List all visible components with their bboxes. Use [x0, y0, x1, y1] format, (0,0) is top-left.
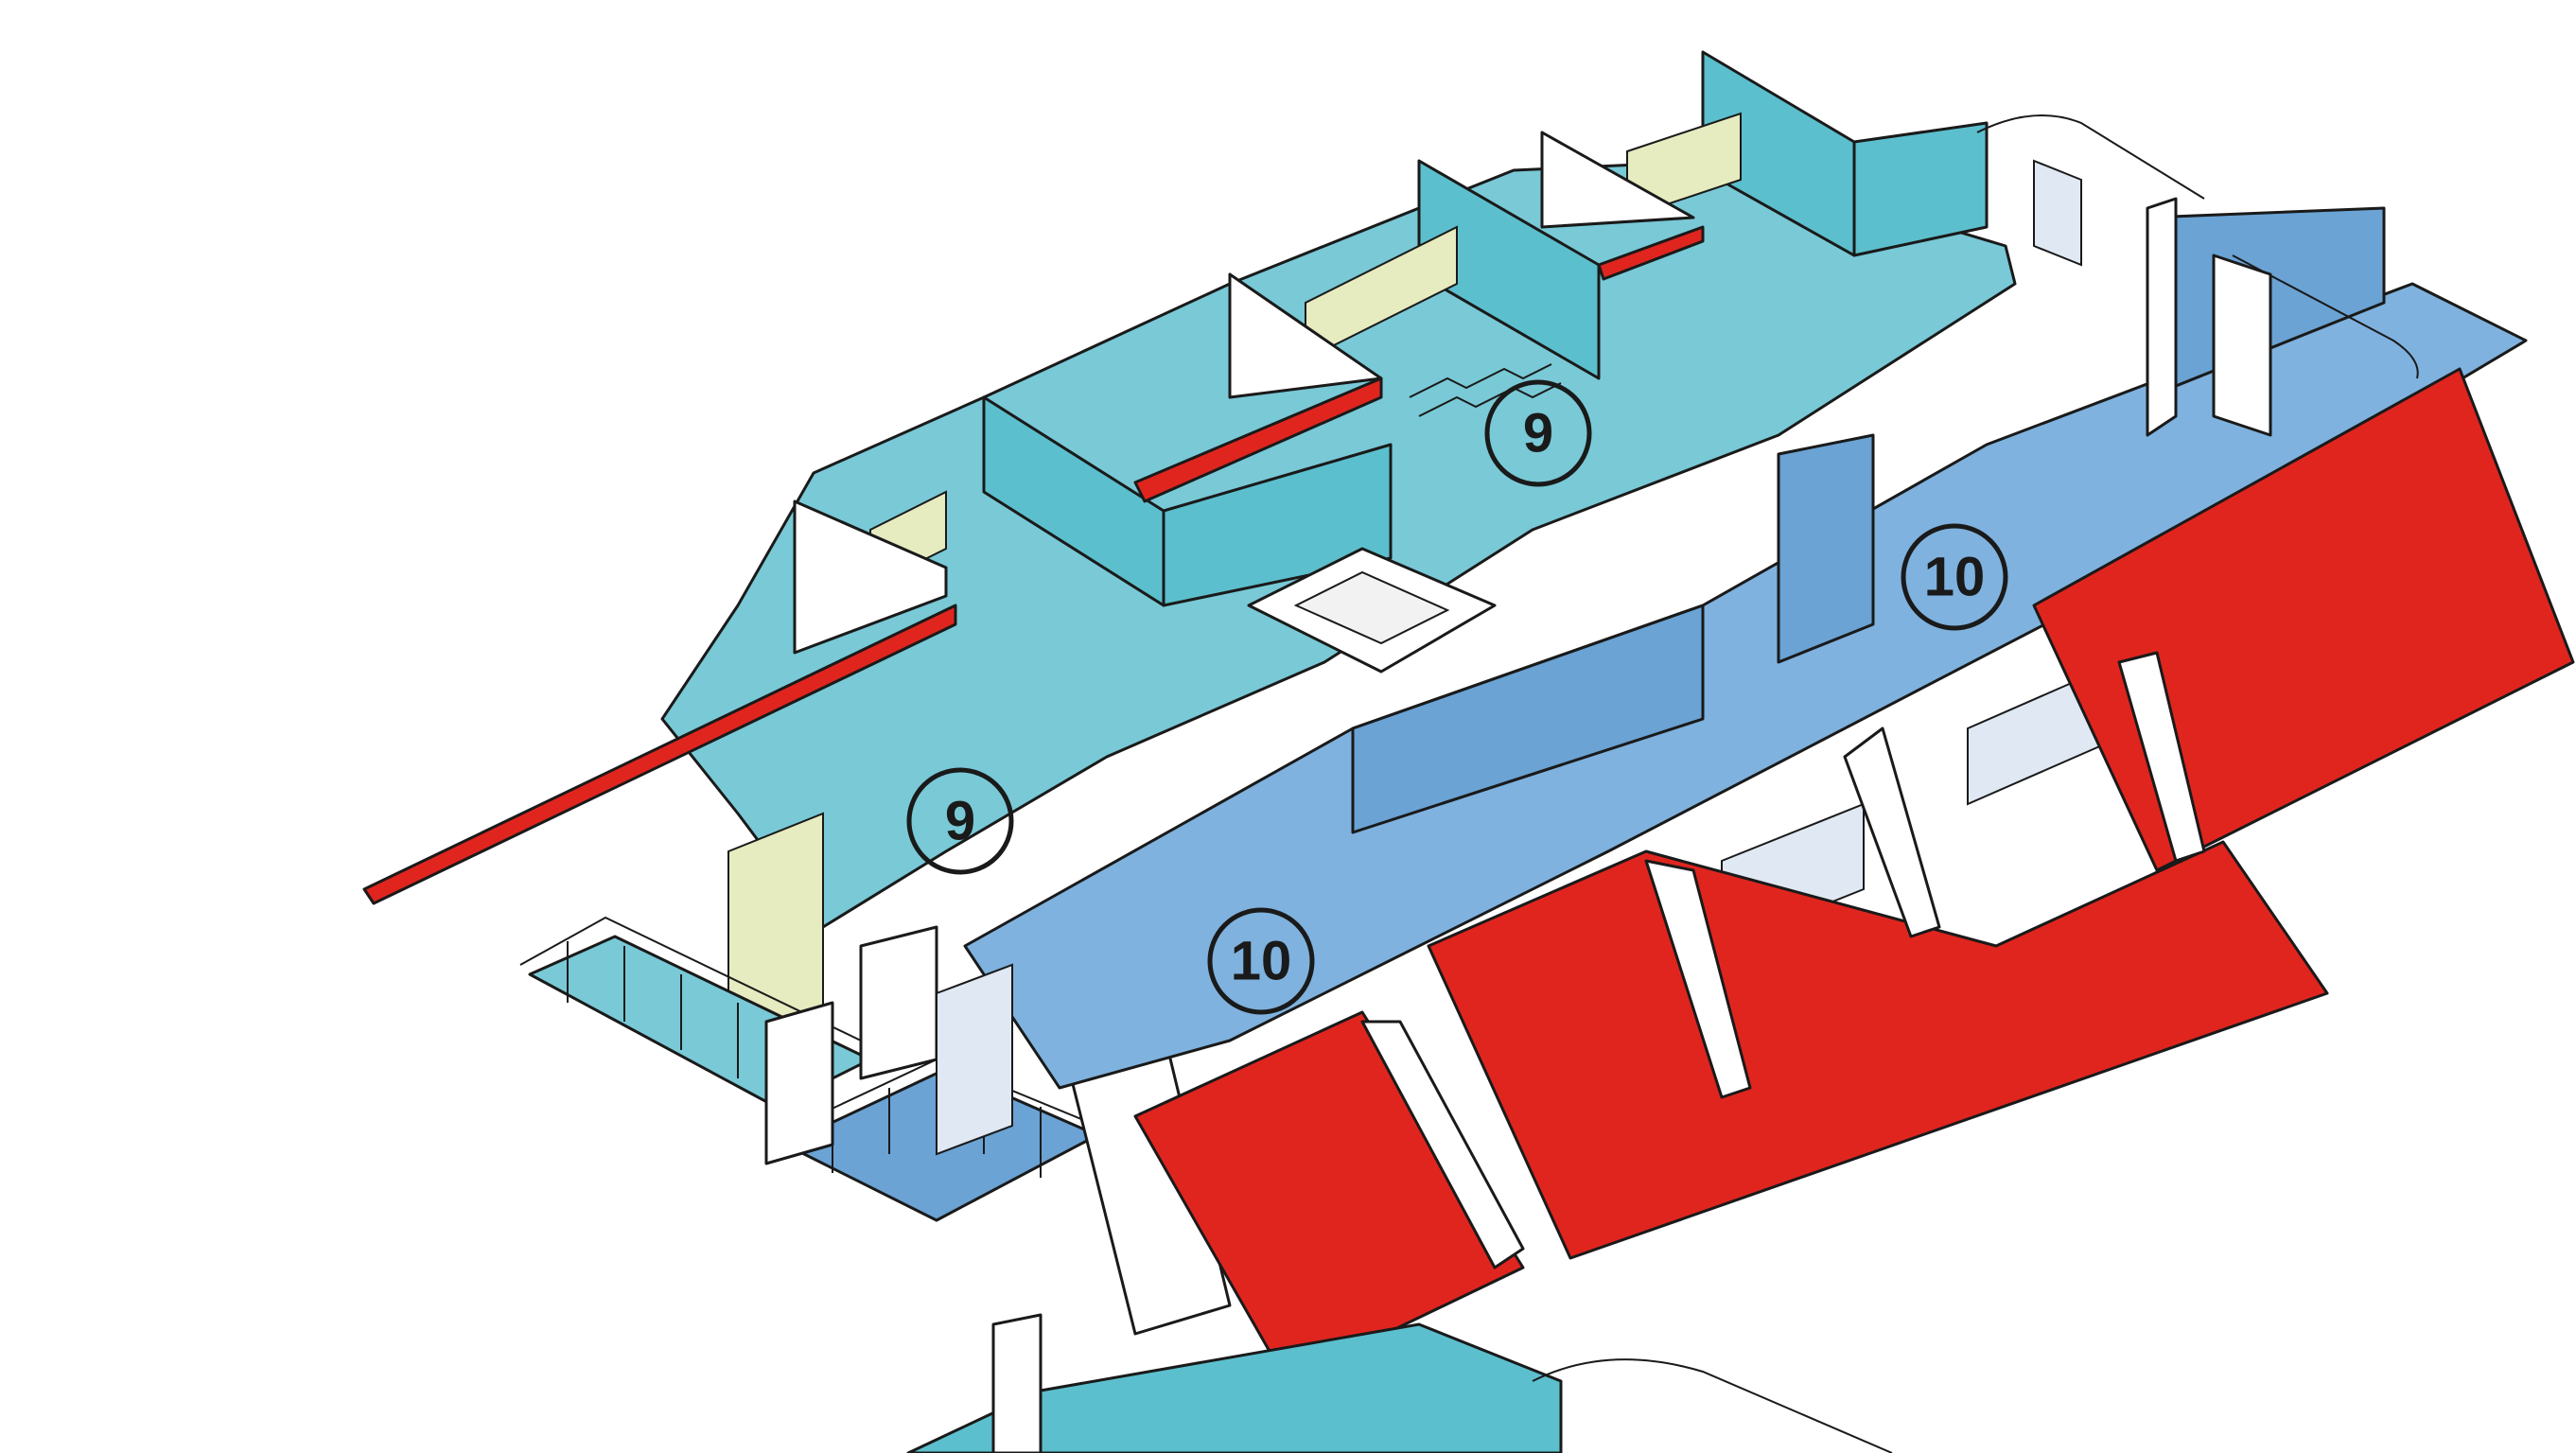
room-label-9-left: 9: [906, 767, 1014, 875]
back-wall-5: [1852, 121, 1989, 257]
svg-text:9: 9: [1523, 403, 1553, 464]
room-label-10-bottom: 10: [1207, 907, 1315, 1015]
left-balcony-railing: [519, 916, 862, 1097]
fin-wall-2: [1228, 272, 1383, 399]
lower-floor-white: [991, 1313, 1043, 1453]
corridor-wall-2: [1777, 433, 1875, 664]
roof-slab-left: [362, 604, 957, 905]
roof-slab-mid: [1133, 376, 1383, 503]
room-labels: 9 10 9 10: [906, 379, 2008, 1015]
roof-slab-upper: [1597, 225, 1705, 281]
lower-curved-railing: [1532, 1358, 1893, 1453]
roof-notch-3: [1843, 726, 1941, 938]
glass-partition-4: [2033, 159, 2082, 267]
roof-slab-front: [1133, 1010, 1525, 1383]
svg-text:9: 9: [945, 791, 975, 852]
roof-red-slabs: [1133, 367, 2575, 1383]
glass-partition-1: [936, 963, 1013, 1156]
white-pier-1: [764, 1001, 834, 1165]
right-curved-railing: [1976, 114, 2205, 200]
staircase: [1409, 363, 1562, 417]
roof-notch-4: [2117, 651, 2206, 863]
roof-notch-2: [1644, 859, 1752, 1099]
room-label-9-top: 9: [1484, 379, 1592, 487]
svg-text:10: 10: [1924, 547, 1986, 608]
corridor-wall: [1351, 604, 1705, 834]
back-wall-3: [1417, 159, 1601, 380]
fin-wall-1: [793, 499, 948, 655]
right-fin-2: [2212, 254, 2272, 437]
white-pier-2: [859, 925, 938, 1080]
roof-notch-1: [1360, 1020, 1525, 1269]
right-fin-1: [2146, 197, 2178, 437]
room-label-10-right: 10: [1901, 523, 2008, 631]
teal-wing: [362, 50, 2017, 1336]
blue-wing: [936, 114, 2528, 1156]
fin-wall-3: [1540, 131, 1695, 229]
lower-floor-preview: [906, 1313, 1893, 1453]
far-right-railing: [2232, 254, 2419, 379]
svg-text:10: 10: [1231, 931, 1292, 992]
roof-slab-middle: [1427, 840, 2329, 1260]
courtyard-inner: [1293, 570, 1450, 645]
